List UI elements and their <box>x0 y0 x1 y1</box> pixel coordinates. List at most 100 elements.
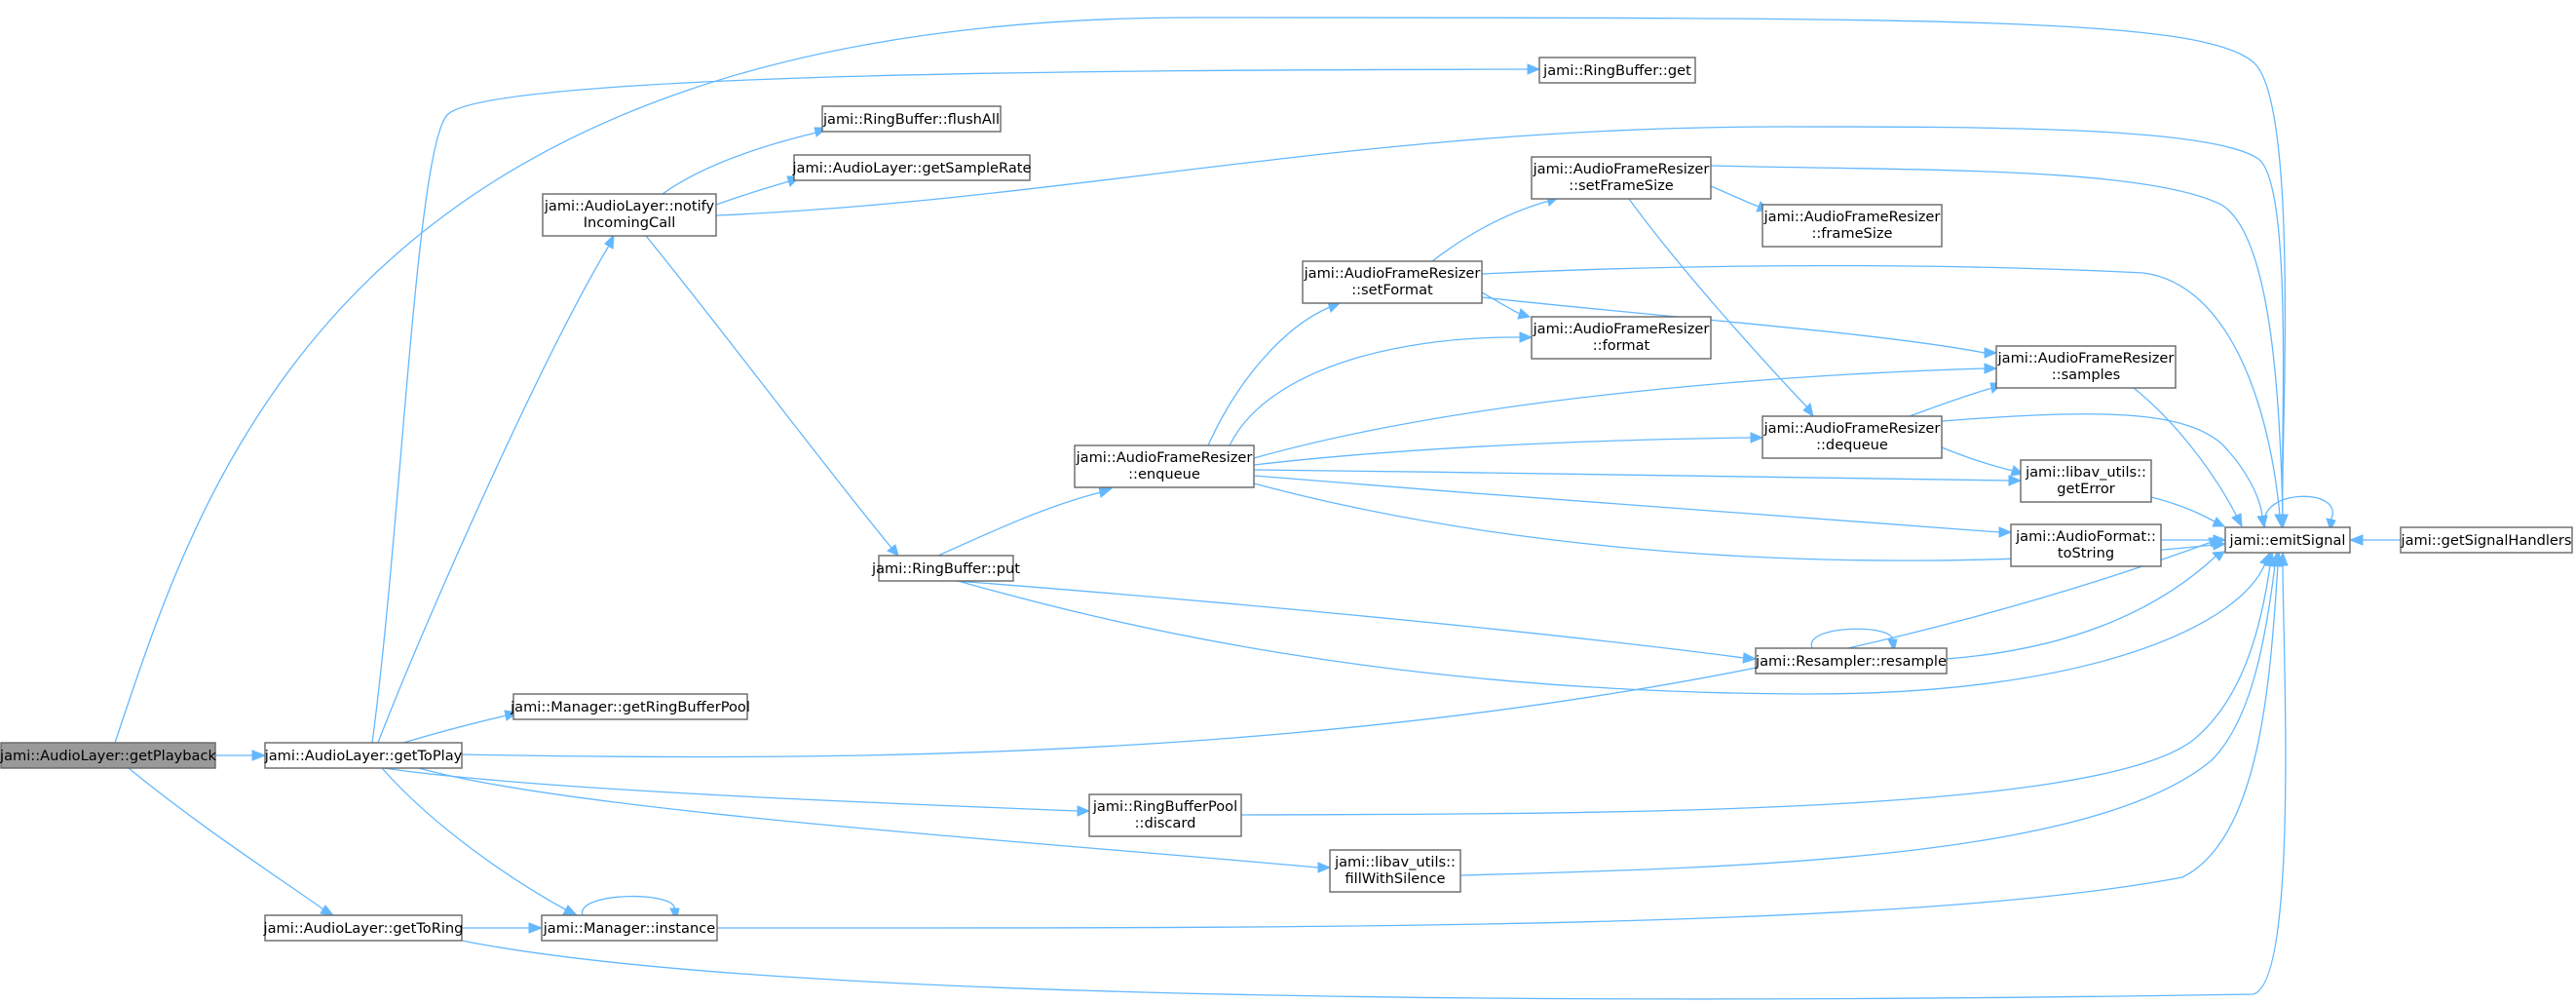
edge-setFrameSize-to-dequeue <box>1710 165 2289 529</box>
edge-line <box>1459 564 2276 876</box>
node-getToPlay[interactable]: jami::AudioLayer::getToPlay <box>264 742 463 769</box>
node-label: jami::Manager::getRingBufferPool <box>510 699 750 715</box>
node-label: jami::AudioLayer::getSampleRate <box>792 160 1032 176</box>
node-box <box>512 693 748 720</box>
edge-line <box>1628 198 1808 408</box>
edge-line <box>1941 413 2263 518</box>
node-setFormat[interactable]: jami::AudioFrameResizer::setFormat <box>1302 260 1483 304</box>
node-box <box>1088 793 1242 837</box>
node-label: jami::libav_utils:: <box>2025 464 2146 481</box>
node-box <box>1531 316 1712 360</box>
edge-discard-to-emitSignal <box>1459 551 2281 876</box>
arrow-head <box>251 750 267 761</box>
arrow-head <box>2256 515 2268 529</box>
node-getError[interactable]: jami::libav_utils::getError <box>2020 459 2152 503</box>
node-frameSize[interactable]: jami::AudioFrameResizer::frameSize <box>1762 204 1943 248</box>
arrow-head <box>1527 63 1541 75</box>
edge-getToPlay-to-fillWithSilence <box>418 767 1332 873</box>
node-discard[interactable]: jami::RingBufferPool::discard <box>1088 793 1242 837</box>
node-box <box>264 742 463 769</box>
edge-line <box>1431 200 1550 262</box>
arrow-head <box>1519 331 1534 343</box>
edge-line <box>1710 185 1760 208</box>
edge-line <box>582 895 675 916</box>
node-resample[interactable]: jami::Resampler::resample <box>1755 647 1948 675</box>
node-label: ::frameSize <box>1811 225 1892 242</box>
edge-enqueue-to-emitSignal <box>1431 195 1562 262</box>
edge-getPlayback-to-getToPlay <box>215 750 267 761</box>
edge-line <box>1909 387 1993 417</box>
edge-emitSignal-to-emitSignal <box>2348 534 2401 546</box>
node-label: ::format <box>1593 337 1650 354</box>
node-getRingBufferPool[interactable]: jami::Manager::getRingBufferPool <box>510 693 750 720</box>
edge-line <box>1240 564 2271 816</box>
node-label: jami::Resampler::resample <box>1755 653 1947 670</box>
arrow-head <box>887 544 899 557</box>
edge-getToPlay-to-discard <box>383 767 1091 817</box>
node-managerInstance[interactable]: jami::Manager::instance <box>541 914 718 942</box>
node-box <box>1762 415 1943 459</box>
node-samples[interactable]: jami::AudioFrameResizer::samples <box>1995 345 2177 389</box>
node-label: jami::AudioLayer::notify <box>544 198 715 214</box>
arrow-head <box>1317 862 1332 873</box>
node-box <box>264 914 463 942</box>
edge-getPlayback-to-getToRing <box>128 767 335 916</box>
edge-line <box>2150 496 2216 522</box>
edge-line <box>371 68 1529 744</box>
node-toString[interactable]: jami::AudioFormat::toString <box>2010 523 2162 567</box>
node-label: ::discard <box>1135 815 1196 831</box>
edge-line <box>418 767 1319 868</box>
node-label: ::setFormat <box>1351 282 1433 298</box>
node-box <box>793 154 1031 181</box>
arrow-head <box>2272 551 2284 567</box>
edge-line <box>128 767 324 910</box>
node-label: jami::RingBuffer::flushAll <box>822 111 1000 128</box>
arrow-head <box>2348 534 2364 546</box>
edge-line <box>1229 336 1521 446</box>
edge-samples-to-emitSignal <box>2150 496 2226 527</box>
node-label: jami::AudioLayer::getToPlay <box>264 748 463 764</box>
node-getToRing[interactable]: jami::AudioLayer::getToRing <box>263 914 464 942</box>
node-getPlayback[interactable]: jami::AudioLayer::getPlayback <box>0 742 217 769</box>
edge-rbPut-to-enqueue <box>955 580 1758 664</box>
edge-managerInstance-to-emitSignal <box>2263 495 2336 532</box>
node-box <box>1531 156 1712 200</box>
node-label: jami::AudioFrameResizer <box>1763 209 1941 225</box>
edge-line <box>1207 306 1331 446</box>
arrow-head <box>1077 805 1091 817</box>
edge-line <box>1481 291 1521 315</box>
node-box <box>1995 345 2177 389</box>
node-emitSignal[interactable]: jami::emitSignal <box>2224 526 2351 554</box>
node-rbGet[interactable]: jami::RingBuffer::get <box>1538 57 1696 84</box>
node-label: jami::AudioFrameResizer <box>1533 321 1710 337</box>
node-fillWithSilence[interactable]: jami::libav_utils::fillWithSilence <box>1329 849 1461 893</box>
edge-line <box>1253 475 2000 533</box>
node-setFrameSize[interactable]: jami::AudioFrameResizer::setFrameSize <box>1531 156 1712 200</box>
node-format[interactable]: jami::AudioFrameResizer::format <box>1531 316 1712 360</box>
node-getSignalHandlers[interactable]: jami::getSignalHandlers <box>2400 526 2573 554</box>
edge-line <box>461 541 2213 758</box>
node-rbPut[interactable]: jami::RingBuffer::put <box>871 555 1020 582</box>
node-getSampleRate[interactable]: jami::AudioLayer::getSampleRate <box>792 154 1032 181</box>
arrow-head <box>2326 518 2336 532</box>
node-box <box>1329 849 1461 893</box>
arrow-head <box>1984 363 1998 374</box>
edge-line <box>715 180 790 206</box>
node-dequeue[interactable]: jami::AudioFrameResizer::dequeue <box>1762 415 1943 459</box>
edge-setFormat-to-format <box>1481 296 1998 359</box>
arrow-head <box>528 922 544 934</box>
node-flushAll[interactable]: jami::RingBuffer::flushAll <box>821 105 1002 133</box>
node-box <box>1755 647 1948 675</box>
arrow-head <box>562 905 579 916</box>
edge-line <box>1481 264 2281 517</box>
edge-line <box>957 562 2266 695</box>
edge-line <box>645 235 892 549</box>
node-enqueue[interactable]: jami::AudioFrameResizer::enqueue <box>1074 444 1255 488</box>
node-box <box>0 742 216 769</box>
edge-resample-to-resample <box>1946 551 2225 660</box>
edge-rbGet-to-emitSignal <box>937 486 1114 557</box>
arrow-head <box>320 905 335 916</box>
edge-enqueue-to-format <box>1253 363 1998 459</box>
edge-enqueue-to-dequeue <box>1253 469 2023 486</box>
